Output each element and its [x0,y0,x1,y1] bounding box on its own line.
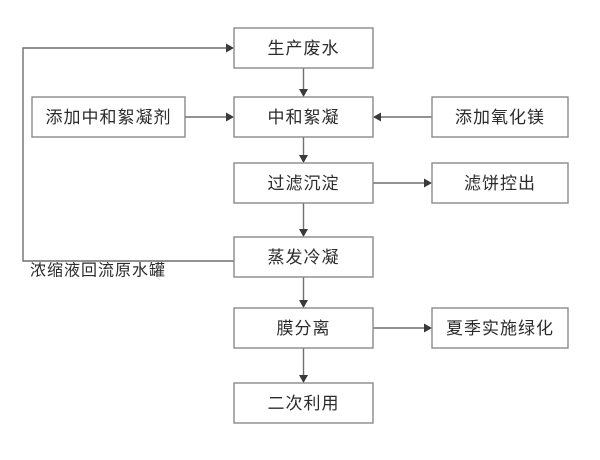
edge-arrowhead-left [373,112,381,122]
node-label: 生产废水 [268,39,340,59]
node-box[interactable] [233,307,374,349]
node-box[interactable] [233,236,374,278]
edge-membrane-to-greening [373,323,432,333]
node-layer: 生产废水 添加中和絮凝剂 中和絮凝 添加氧化镁 过滤沉淀 滤饼控出 [31,27,569,424]
edge-membrane-to-reuse [299,348,308,383]
caption-layer: 浓缩液回流原水罐 [30,261,166,280]
node-membrane-separation[interactable]: 膜分离 [233,307,374,349]
node-add-neutralizing-flocculant[interactable]: 添加中和絮凝剂 [31,96,186,138]
edge-arrowhead-right [226,112,234,122]
node-filter-cake-output[interactable]: 滤饼控出 [431,162,569,204]
node-label: 夏季实施绿化 [446,319,554,339]
node-label: 添加中和絮凝剂 [46,108,172,128]
node-box[interactable] [233,382,374,424]
edge-flocculant-to-neutralization [185,112,234,122]
node-box[interactable] [233,96,374,138]
node-box[interactable] [431,96,569,138]
edge-neutralization-to-filtration [299,137,308,163]
feedback-loop-line [22,47,234,262]
feedback-loop-caption: 浓缩液回流原水罐 [30,261,166,280]
node-label: 蒸发冷凝 [268,248,340,268]
edge-evaporation-to-membrane [299,277,308,308]
edge-layer [22,43,432,383]
node-label: 添加氧化镁 [455,108,545,128]
edge-filtration-to-filtercake [373,178,432,188]
edge-arrowhead-right [424,323,432,333]
node-label: 中和絮凝 [268,108,340,128]
node-label: 滤饼控出 [464,174,536,194]
edge-arrowhead-right [424,178,432,188]
edge-arrowhead-down [299,375,308,383]
node-label: 二次利用 [268,394,340,414]
node-box[interactable] [431,162,569,204]
edge-magnesium-oxide-to-neutralization [373,112,432,122]
edge-wastewater-to-neutralization [299,68,308,97]
node-filtration-precipitation[interactable]: 过滤沉淀 [233,162,374,204]
node-box[interactable] [233,162,374,204]
node-summer-greening[interactable]: 夏季实施绿化 [431,307,569,349]
feedback-loop-arrowhead [226,43,234,53]
node-label: 过滤沉淀 [268,174,340,194]
edge-arrowhead-down [299,300,308,308]
node-neutralization-flocculation[interactable]: 中和絮凝 [233,96,374,138]
edge-arrowhead-down [299,89,308,97]
node-secondary-reuse[interactable]: 二次利用 [233,382,374,424]
node-box[interactable] [431,307,569,349]
node-evaporation-condensation[interactable]: 蒸发冷凝 [233,236,374,278]
node-label: 膜分离 [277,319,331,339]
node-production-wastewater[interactable]: 生产废水 [233,27,374,69]
edge-evaporation-to-wastewater-feedback [22,43,234,262]
edge-arrowhead-down [299,155,308,163]
node-box[interactable] [233,27,374,69]
edge-filtration-to-evaporation [299,203,308,237]
edge-arrowhead-down [299,229,308,237]
node-add-magnesium-oxide[interactable]: 添加氧化镁 [431,96,569,138]
node-box[interactable] [31,96,186,138]
